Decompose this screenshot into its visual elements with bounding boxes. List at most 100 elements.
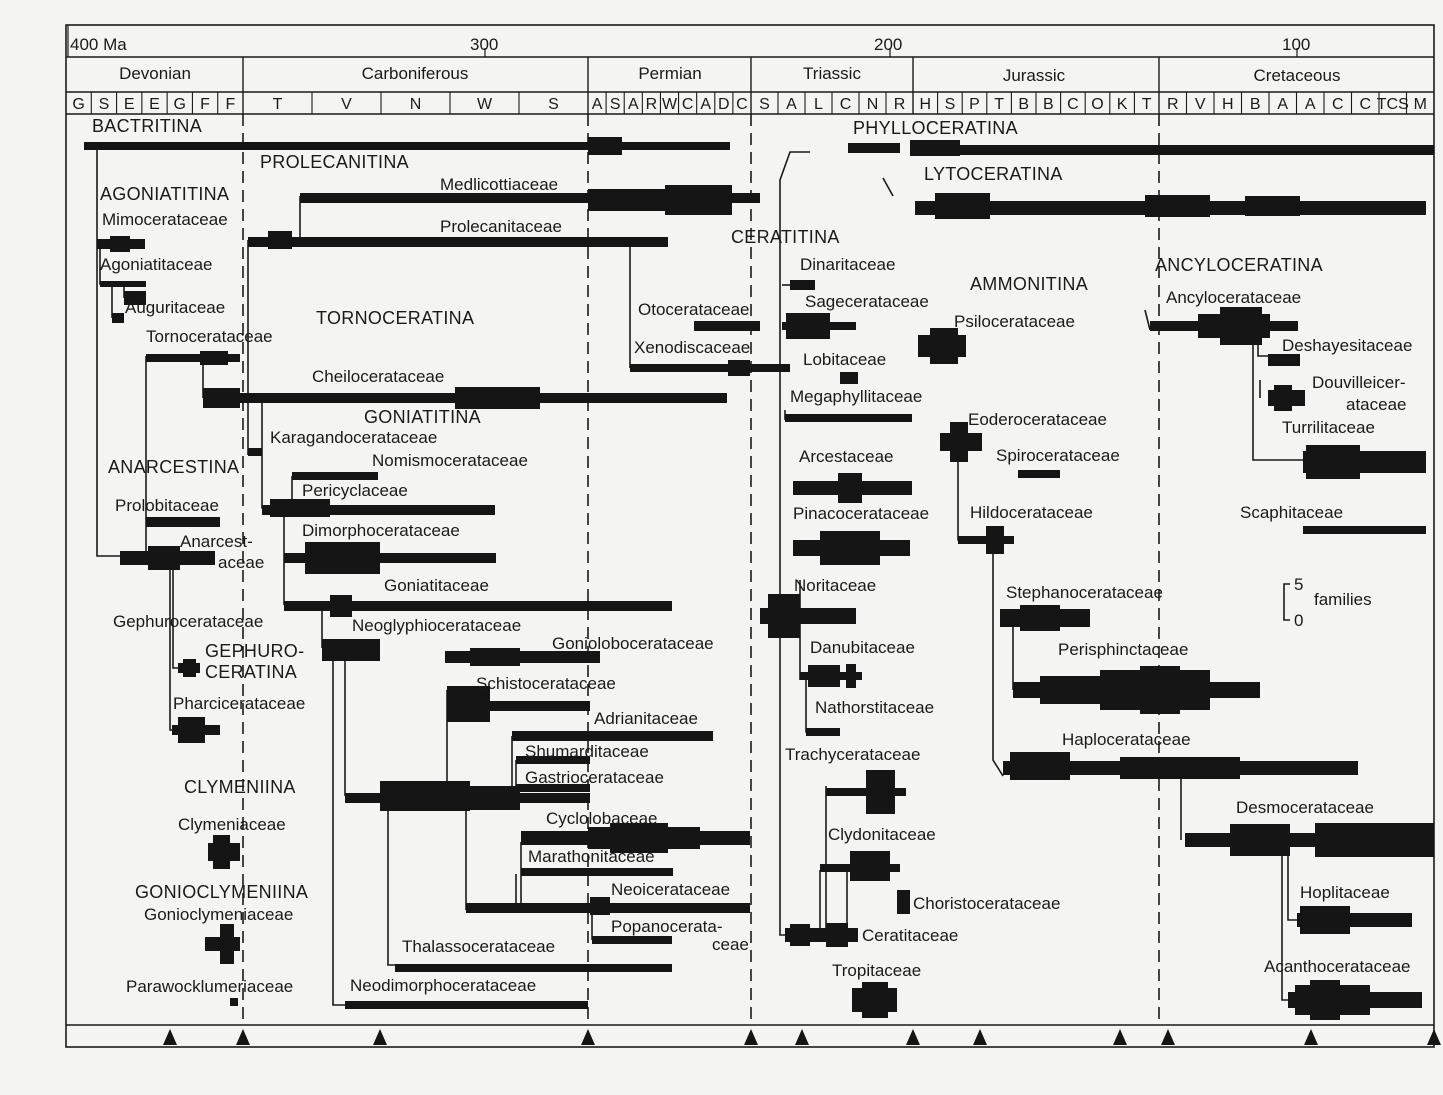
- spindle-segment: [790, 924, 810, 946]
- stage-permian-8: C: [736, 96, 748, 113]
- label-cheilocerataceae: Cheilocerataceae: [312, 367, 444, 386]
- stage-devonian-1: S: [99, 96, 110, 113]
- spindle-segment: [1020, 605, 1060, 631]
- label-goniolobocerataceae: Goniolobocerataceae: [552, 634, 714, 653]
- spindle-segment: [447, 701, 590, 711]
- stage-cretaceous-7: C: [1359, 96, 1371, 113]
- stage-devonian-0: G: [72, 96, 84, 113]
- label-marathonitaceae: Marathonitaceae: [528, 847, 655, 866]
- stage-triassic-4: N: [867, 96, 879, 113]
- spindle-segment: [248, 448, 262, 456]
- group-ancyloceratina: ANCYLOCERATINA: [1155, 255, 1323, 275]
- label-scaphitaceae: Scaphitaceae: [1240, 503, 1343, 522]
- spindle-segment: [262, 505, 495, 515]
- stage-devonian-2: E: [124, 96, 135, 113]
- spindle-segment: [330, 595, 352, 617]
- label-medlicottiaceae: Medlicottiaceae: [440, 175, 558, 194]
- label-turrilitaceae: Turrilitaceae: [1282, 418, 1375, 437]
- label-arcestaceae: Arcestaceae: [799, 447, 894, 466]
- spindle-segment: [786, 313, 830, 339]
- label-anarcestaceae-1: Anarcest-: [180, 532, 253, 551]
- label-douvilleiceratacea-1: Douvilleicer-: [1312, 373, 1406, 392]
- group-agoniatitina: AGONIATITINA: [100, 184, 229, 204]
- spindle-segment: [203, 388, 240, 408]
- stage-jurassic-6: C: [1067, 96, 1079, 113]
- spindle-segment: [521, 868, 673, 876]
- spindle-segment: [866, 770, 895, 814]
- group-bactritina: BACTRITINA: [92, 116, 202, 136]
- spindle-segment: [200, 351, 228, 365]
- label-nathorstitaceae: Nathorstitaceae: [815, 698, 934, 717]
- spindle-segment: [808, 665, 840, 687]
- label-hildocerataceae: Hildocerataceae: [970, 503, 1093, 522]
- spindle-segment: [1120, 757, 1240, 779]
- extinction-marker: [1427, 1029, 1441, 1045]
- spindle-bars: [84, 137, 1434, 1020]
- label-popanocerataceae-1: Popanocerata-: [611, 917, 723, 936]
- label-neoicerataceae: Neoicerataceae: [611, 880, 730, 899]
- spindle-segment: [846, 664, 856, 688]
- spindle-segment: [1245, 196, 1300, 216]
- scale-key: 5 0 families: [1283, 575, 1372, 630]
- stage-devonian-6: F: [225, 96, 235, 113]
- age-200: 200: [874, 35, 902, 54]
- label-neodimorphocerataceae: Neodimorphocerataceae: [350, 976, 536, 995]
- period-cretaceous: Cretaceous: [1254, 66, 1341, 85]
- spindle-segment: [694, 321, 760, 331]
- family-labels: Mimocerataceae Agoniatitaceae Auguritace…: [100, 175, 1412, 996]
- extinction-marker: [581, 1029, 595, 1045]
- spindle-segment: [840, 372, 858, 384]
- label-lobitaceae: Lobitaceae: [803, 350, 886, 369]
- spindle-segment: [146, 354, 240, 362]
- spindle-segment: [785, 414, 912, 422]
- spindle-segment: [516, 784, 590, 792]
- group-gephuroceratina-2: CERATINA: [205, 662, 297, 682]
- stage-jurassic-5: B: [1043, 96, 1054, 113]
- label-trachycerataceae: Trachycerataceae: [785, 745, 920, 764]
- stage-triassic-5: R: [894, 96, 906, 113]
- label-acanthocerataceae: Acanthocerataceae: [1264, 957, 1411, 976]
- stage-cretaceous-8: TCS: [1377, 96, 1409, 113]
- label-stephanocerataceae: Stephanocerataceae: [1006, 583, 1163, 602]
- spindle-segment: [1310, 980, 1340, 1020]
- spindle-segment: [455, 387, 540, 409]
- stage-cretaceous-1: V: [1195, 96, 1206, 113]
- stage-carboniferous-2: N: [410, 96, 422, 113]
- label-xenodiscaceae: Xenodiscaceae: [634, 338, 750, 357]
- spindle-segment: [1040, 676, 1100, 704]
- spindle-segment: [270, 499, 330, 517]
- label-shumarditaceae: Shumarditaceae: [525, 742, 649, 761]
- label-eoderocerataceae: Eoderocerataceae: [968, 410, 1107, 429]
- spindle-segment: [665, 185, 732, 215]
- label-nomismocerataceae: Nomismocerataceae: [372, 451, 528, 470]
- label-karagandocerataceae: Karagandocerataceae: [270, 428, 437, 447]
- stage-jurassic-8: K: [1117, 96, 1128, 113]
- spindle-segment: [820, 531, 880, 565]
- extinction-marker: [1161, 1029, 1175, 1045]
- stage-triassic-2: L: [814, 96, 823, 113]
- group-clymeniina: CLYMENIINA: [184, 777, 296, 797]
- label-haplocerataceae: Haplocerataceae: [1062, 730, 1191, 749]
- label-hoplitaceae: Hoplitaceae: [1300, 883, 1390, 902]
- label-parawocklumeriaceae: Parawocklumeriaceae: [126, 977, 293, 996]
- stage-jurassic-1: S: [945, 96, 956, 113]
- extinction-marker: [163, 1029, 177, 1045]
- stage-carboniferous-0: T: [273, 96, 283, 113]
- label-dinaritaceae: Dinaritaceae: [800, 255, 895, 274]
- label-ceratitaceae: Ceratitaceae: [862, 926, 958, 945]
- spindle-segment: [470, 648, 520, 666]
- label-agoniatitaceae: Agoniatitaceae: [100, 255, 212, 274]
- stage-permian-0: A: [592, 96, 603, 113]
- spindle-segment: [1140, 666, 1180, 714]
- stage-jurassic-3: T: [994, 96, 1004, 113]
- stage-triassic-0: S: [759, 96, 770, 113]
- period-carboniferous: Carboniferous: [362, 64, 469, 83]
- spindle-segment: [1306, 445, 1360, 479]
- spindle-segment: [178, 717, 205, 743]
- stage-carboniferous-1: V: [341, 96, 352, 113]
- group-gephuroceratina-1: GEPHURO-: [205, 641, 304, 661]
- spindle-segment: [1010, 752, 1070, 780]
- spindle-segment: [1018, 470, 1060, 478]
- time-scale-header: 400 Ma 300 200 100 Devonian Carboniferou…: [65, 24, 1435, 1048]
